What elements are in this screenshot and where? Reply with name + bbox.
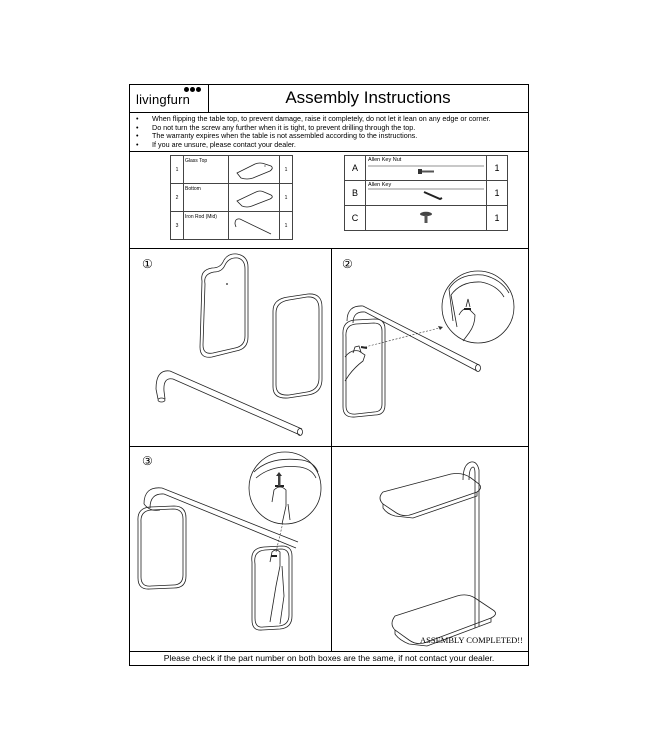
hardware-letter: B [344, 180, 366, 206]
allen-key-icon [368, 188, 484, 201]
note-item: Do not turn the screw any further when i… [136, 123, 528, 133]
part-iron-rod-illustration [228, 211, 280, 240]
brand-logo: livingfurn [136, 92, 191, 107]
parts-section: 1 Glass Top 1 2 Bottom 1 [130, 152, 528, 249]
hardware-letter: A [344, 155, 366, 181]
step-3-illustration [137, 451, 322, 631]
hardware-qty: 1 [486, 180, 508, 206]
part-number: 3 [170, 211, 184, 240]
steps-divider-vertical [331, 249, 332, 651]
part-qty: 1 [279, 155, 293, 184]
header-divider [208, 85, 209, 113]
table-row: C 1 [344, 205, 508, 231]
hardware-qty: 1 [486, 155, 508, 181]
step-2-illustration [342, 270, 515, 418]
assembly-completed-label: ASSEMBLY COMPLETED!! [420, 635, 523, 645]
brand-logo-dots [184, 87, 201, 92]
foot-screw-icon [420, 211, 432, 223]
part-bottom-illustration [228, 183, 280, 212]
hardware-allen-key-nut-cell: Allen Key Nut [365, 155, 487, 181]
instruction-sheet: livingfurn Assembly Instructions When fl… [129, 84, 529, 666]
table-row: 1 Glass Top 1 [170, 155, 293, 184]
hardware-name: Allen Key Nut [368, 157, 402, 163]
part-qty: 1 [279, 211, 293, 240]
hardware-name: Allen Key [368, 182, 392, 188]
table-row: A Allen Key Nut 1 [344, 155, 508, 181]
step-1-illustration [155, 253, 323, 436]
part-glass-top-illustration [228, 155, 280, 184]
parts-list-table: 1 Glass Top 1 2 Bottom 1 [170, 155, 293, 240]
step-1-number: ① [142, 257, 153, 271]
table-row: B Allen Key 1 [344, 180, 508, 206]
part-number: 2 [170, 183, 184, 212]
step-3-number: ③ [142, 454, 153, 468]
note-item: The warranty expires when the table is n… [136, 132, 528, 141]
header: livingfurn Assembly Instructions [130, 85, 528, 113]
assembly-steps: ① ② [130, 249, 528, 651]
note-item: When flipping the table top, to prevent … [136, 114, 528, 124]
part-number: 1 [170, 155, 184, 184]
note-item: If you are unsure, please contact your d… [136, 140, 528, 150]
part-qty: 1 [279, 183, 293, 212]
footer-note: Please check if the part number on both … [130, 651, 528, 665]
part-name: Iron Rod (Mid) [183, 211, 229, 240]
part-name: Bottom [183, 183, 229, 212]
safety-notes: When flipping the table top, to prevent … [130, 113, 528, 152]
page-title: Assembly Instructions [285, 88, 451, 107]
table-row: 2 Bottom 1 [170, 183, 293, 212]
hardware-letter: C [344, 205, 366, 231]
part-name: Glass Top [183, 155, 229, 184]
steps-divider-horizontal [130, 446, 528, 447]
allen-key-nut-icon [368, 165, 484, 174]
assembled-table-illustration [379, 461, 496, 647]
hardware-qty: 1 [486, 205, 508, 231]
step-2-number: ② [342, 257, 353, 271]
hardware-table: A Allen Key Nut 1 B Allen Key [344, 155, 508, 231]
hardware-c-cell [365, 205, 487, 231]
hardware-allen-key-cell: Allen Key [365, 180, 487, 206]
table-row: 3 Iron Rod (Mid) 1 [170, 211, 293, 240]
